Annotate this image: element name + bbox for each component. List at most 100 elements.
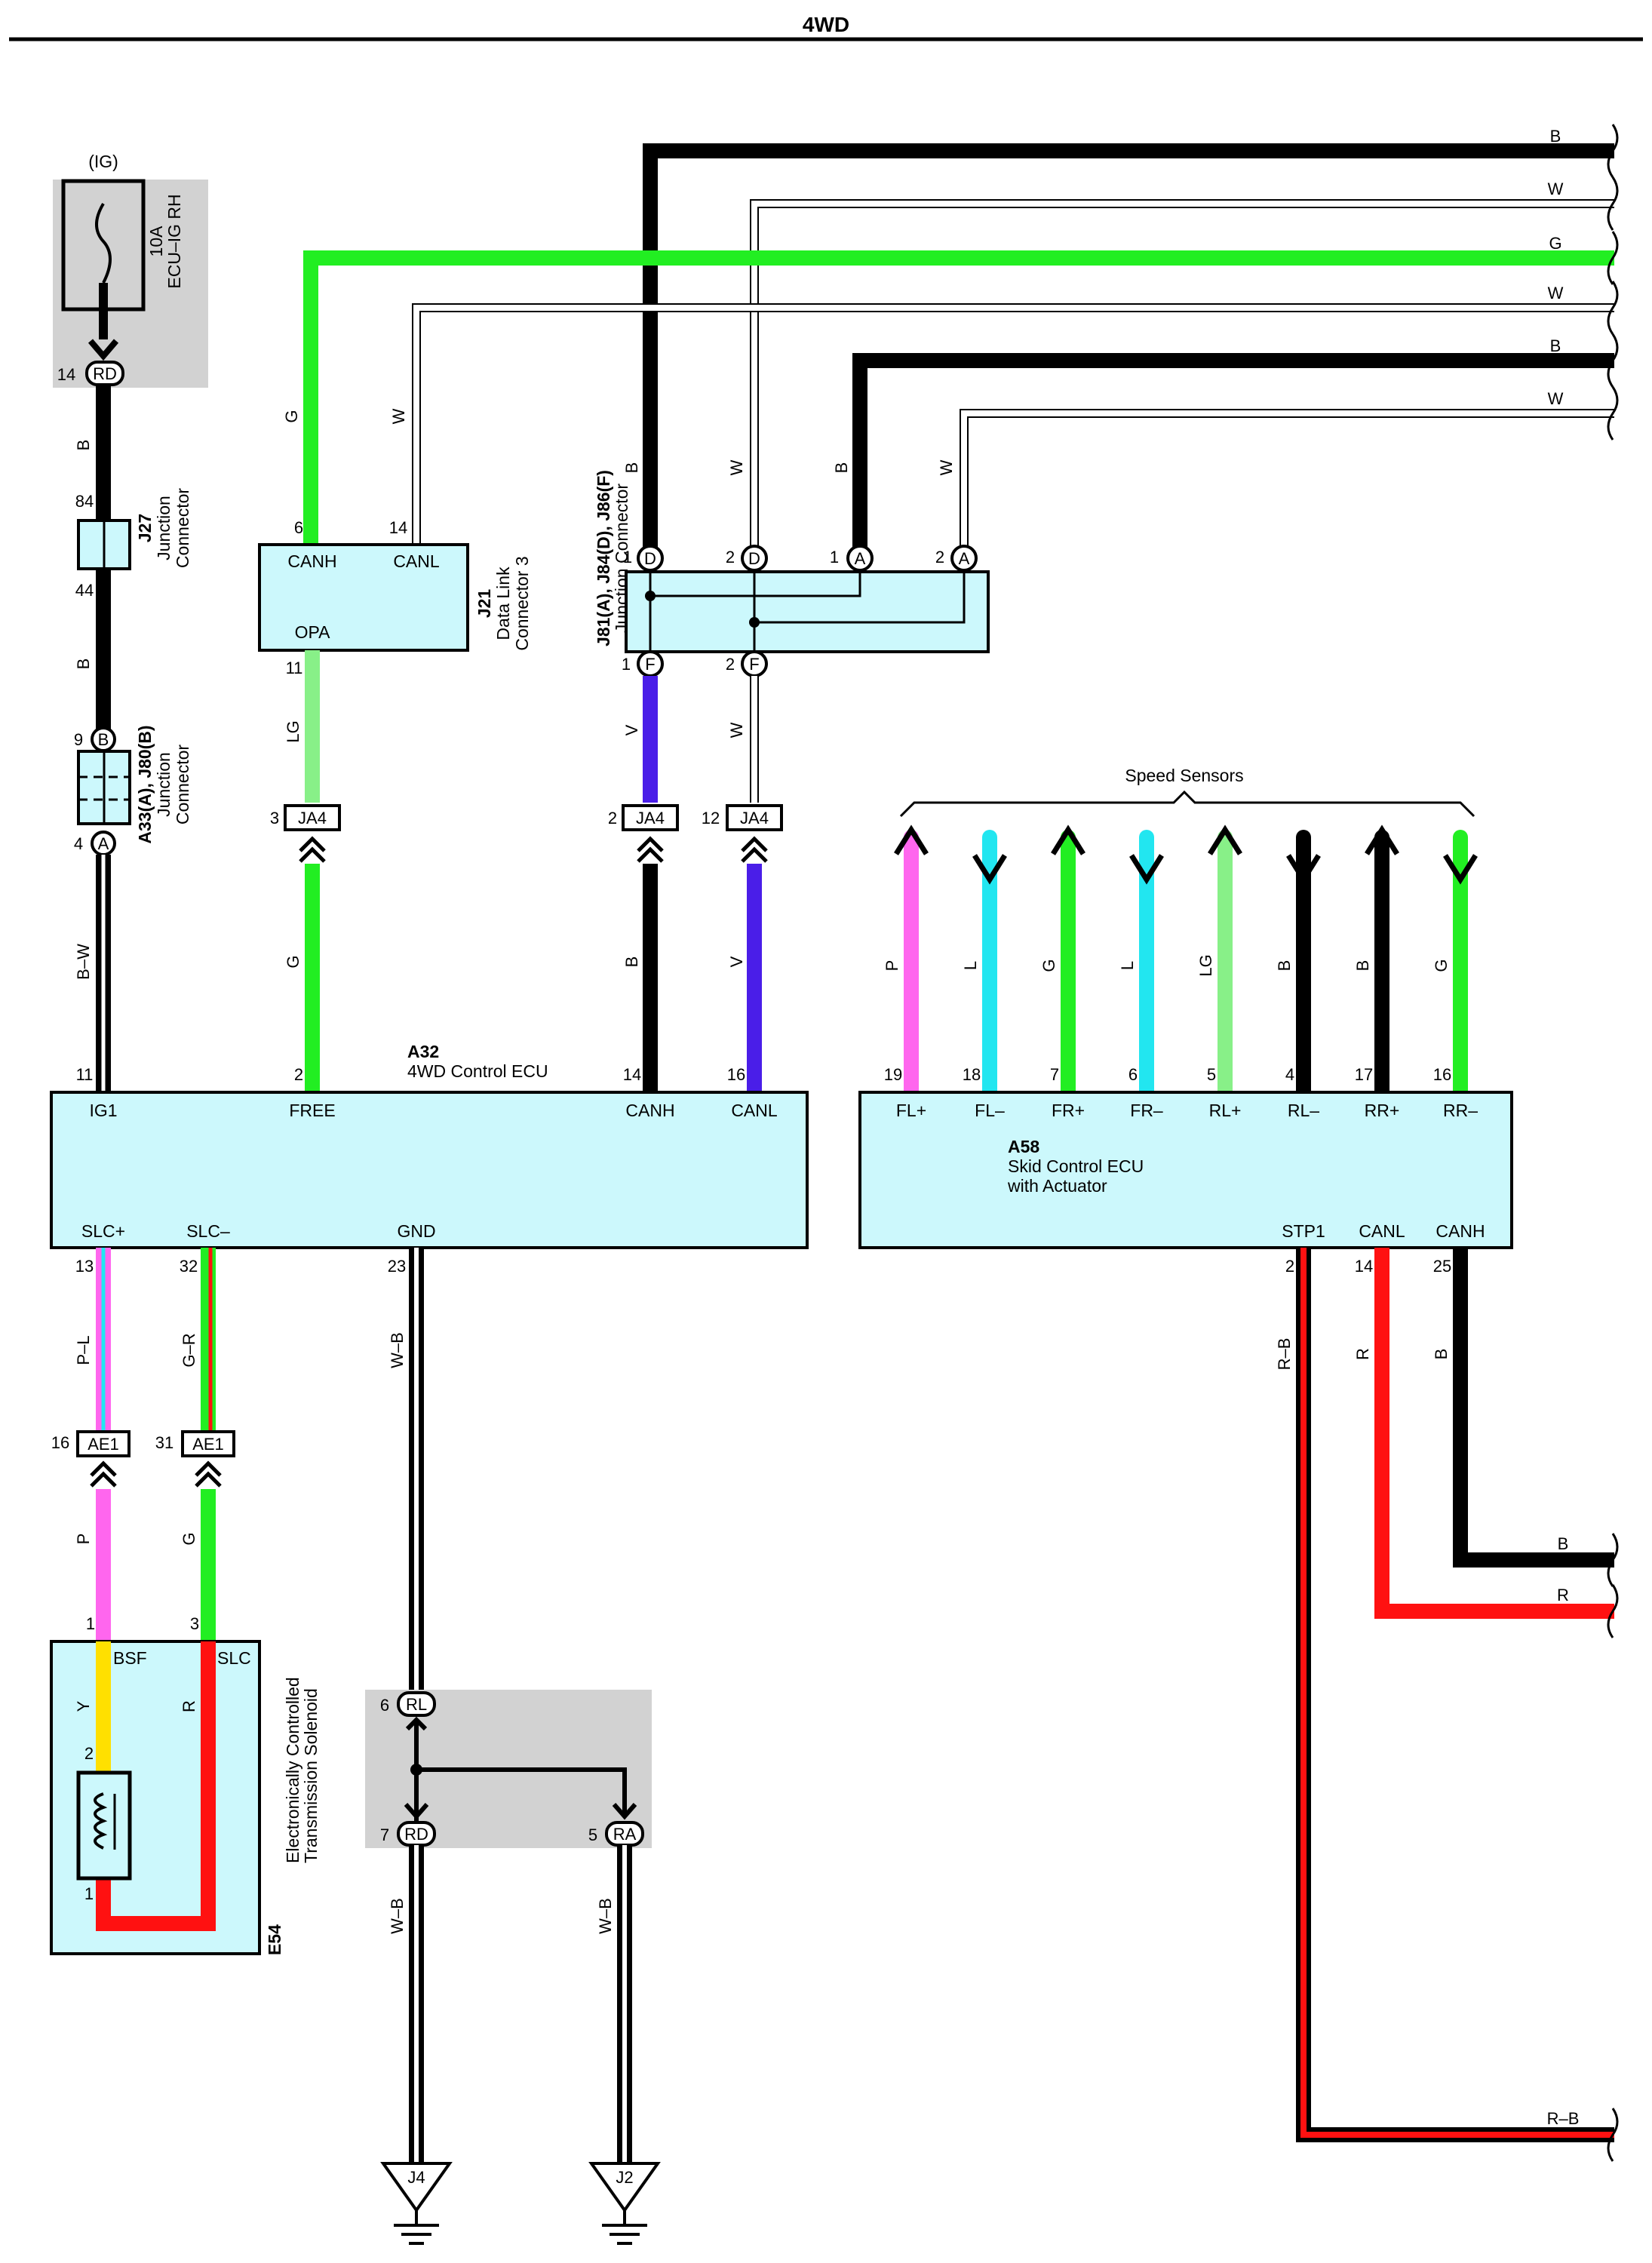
svg-text:ECU–IG RH: ECU–IG RH: [164, 194, 184, 288]
fuse-arrow: [88, 339, 119, 361]
arrow-down-icon: [1286, 854, 1321, 885]
a58-code: A58: [1008, 1137, 1039, 1156]
a58-term-canh: CANH: [1436, 1221, 1485, 1241]
e54-slc-label: SLC: [217, 1648, 251, 1668]
svg-text:A33(A), J80(B): A33(A), J80(B): [135, 725, 155, 843]
svg-text:W–B: W–B: [388, 1332, 407, 1368]
wire-label: V: [727, 956, 746, 967]
svg-text:R–B: R–B: [1275, 1338, 1294, 1371]
a58-pin: 16: [1433, 1065, 1451, 1084]
wire-label: B: [622, 462, 641, 474]
j21-opa-label: OPA: [295, 622, 331, 642]
svg-text:2: 2: [726, 655, 735, 674]
wire-w-top-3: [960, 409, 1614, 551]
wire-label: R: [1557, 1586, 1569, 1604]
right-break-marks: [1607, 124, 1619, 441]
j81-connector: [625, 570, 990, 653]
svg-text:B: B: [74, 659, 93, 670]
wire-label: B–W: [74, 944, 93, 980]
svg-text:11: 11: [76, 1065, 94, 1084]
wire-label: Y: [74, 1700, 93, 1712]
svg-text:Data Link: Data Link: [493, 567, 513, 640]
a33-conn-top-label: B: [98, 730, 109, 749]
svg-text:RD: RD: [404, 1825, 428, 1844]
svg-text:AE1: AE1: [88, 1435, 119, 1454]
svg-text:Connector: Connector: [173, 745, 192, 824]
svg-text:SLC–: SLC–: [186, 1221, 230, 1241]
wire-label: G: [180, 1532, 198, 1545]
svg-text:B: B: [1275, 960, 1294, 972]
svg-text:R: R: [180, 1700, 198, 1712]
j81-bottom-pin: 1 F: [622, 650, 664, 677]
a58-term-fl-minus: FL–: [975, 1101, 1005, 1120]
svg-text:14: 14: [623, 1065, 641, 1084]
j81-node-1: [645, 591, 656, 601]
wire-label: B: [1550, 127, 1561, 146]
wire-label: B: [1432, 1349, 1451, 1360]
a32-ecu-box: [50, 1091, 809, 1249]
wire-label: B: [1550, 336, 1561, 355]
wire-label: B: [832, 462, 851, 474]
arrow-down-icon: [972, 854, 1007, 885]
e54-pin-bsf: 1: [86, 1614, 95, 1633]
svg-text:V: V: [727, 956, 746, 967]
wire-label: R: [180, 1700, 198, 1712]
svg-text:J81(A), J84(D), J86(F): J81(A), J84(D), J86(F): [594, 470, 613, 646]
wire-b-top: [643, 143, 1614, 551]
svg-text:B: B: [1353, 960, 1372, 972]
j21-labels: J21 Data Link Connector 3: [474, 556, 532, 650]
wire-label: W: [727, 722, 746, 738]
a58-pin: 4: [1285, 1065, 1294, 1084]
a58-bottom-pin: 2: [1285, 1257, 1294, 1276]
svg-text:Connector 3: Connector 3: [512, 556, 532, 650]
wire-label: W: [727, 459, 746, 475]
fuse-labels: 10A ECU–IG RH: [146, 194, 184, 288]
j21-canl-label: CANL: [393, 551, 440, 571]
svg-text:Junction Connector: Junction Connector: [612, 484, 631, 634]
j81-bottom-pin: 2 F: [726, 650, 768, 677]
a32-bottom-pin-labels: 13 32 23: [75, 1257, 406, 1276]
e54-component-box: [50, 1640, 261, 1955]
arrow-up-icon: [1208, 824, 1242, 855]
svg-text:W–B: W–B: [596, 1898, 615, 1934]
svg-text:GND: GND: [397, 1221, 435, 1241]
ja4-connector: 2 JA4: [608, 804, 679, 863]
fuse-source: (IG): [88, 152, 118, 171]
page-title: 4WD: [803, 13, 849, 36]
speed-sensors-bracket: [899, 790, 1475, 818]
a58-term-rl-minus: RL–: [1288, 1101, 1319, 1120]
wire-stp1-core: [1300, 1248, 1614, 2138]
j27-labels: J27 Junction Connector: [135, 488, 192, 568]
svg-text:10A: 10A: [146, 226, 166, 257]
wire-b-top-2: [852, 353, 1614, 551]
j27-pin-top: 84: [75, 492, 94, 511]
wire-label: LG: [284, 720, 302, 742]
junction-down-arrow-1: [404, 1803, 429, 1820]
j81-labels: J81(A), J84(D), J86(F) Junction Connecto…: [594, 470, 631, 646]
j21-pin-canl: 14: [389, 518, 407, 537]
wire-label: B: [1275, 960, 1294, 972]
wire-w-top-1-core: [751, 201, 1614, 551]
svg-text:Y: Y: [74, 1700, 93, 1712]
wire-label: P: [883, 960, 901, 972]
e54-bsf-label: BSF: [113, 1648, 147, 1668]
svg-text:G: G: [180, 1532, 198, 1545]
wire-label: G: [1432, 959, 1451, 972]
wire-label: P: [74, 1534, 93, 1545]
a58-term-rr-minus: RR–: [1443, 1101, 1478, 1120]
svg-text:A: A: [855, 549, 866, 568]
svg-text:7: 7: [380, 1825, 389, 1844]
fuse-symbol: [95, 202, 112, 284]
j81-top-pin: 2 D: [726, 545, 768, 572]
arrow-down-icon: [1443, 854, 1478, 885]
svg-text:J27: J27: [135, 514, 155, 542]
j27-pin-bottom: 44: [75, 581, 94, 600]
a58-pin: 18: [963, 1065, 981, 1084]
wire-w-top-2-core: [413, 305, 1614, 543]
e54-coil-pin-top: 2: [84, 1744, 94, 1763]
fuse-shade: [53, 180, 208, 388]
svg-text:Electronically Controlled: Electronically Controlled: [283, 1677, 302, 1863]
j21-pin-canh: 6: [294, 518, 303, 537]
svg-text:16: 16: [51, 1433, 69, 1452]
svg-text:2: 2: [608, 809, 617, 828]
